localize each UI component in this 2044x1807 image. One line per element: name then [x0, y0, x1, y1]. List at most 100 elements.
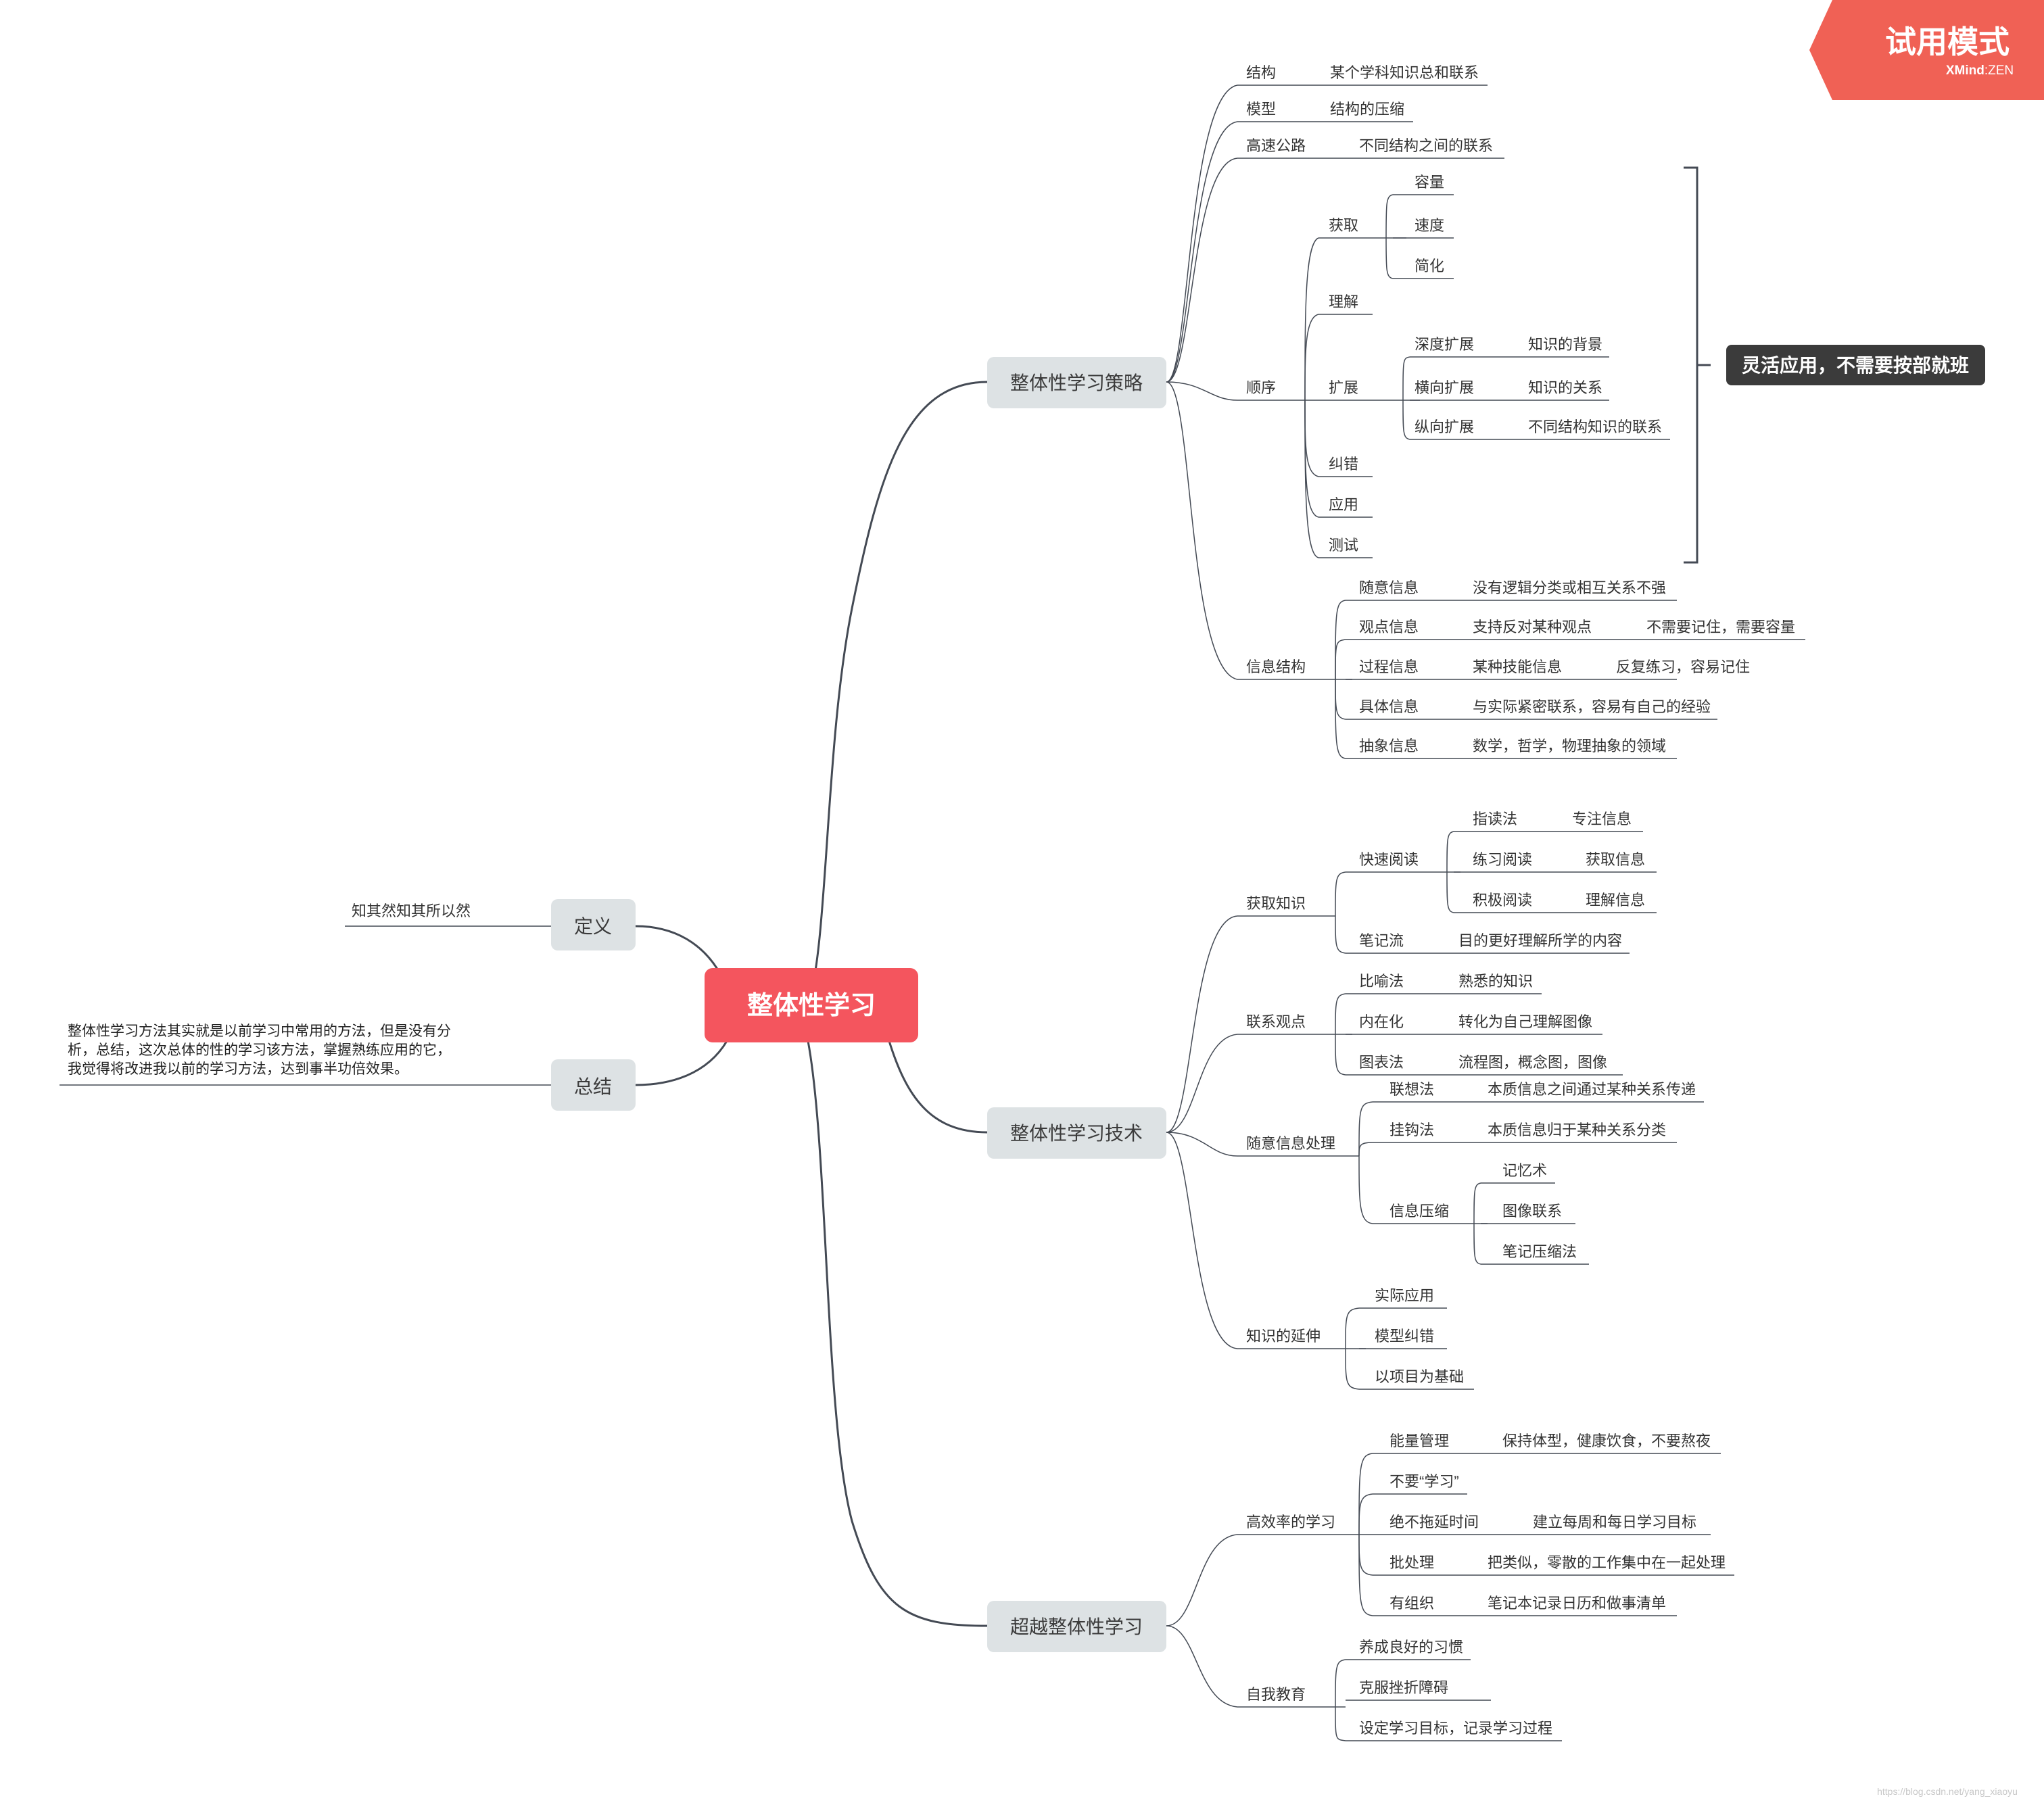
topic-correct[interactable]: 纠错	[1329, 456, 1358, 473]
topic-process-info-note[interactable]: 反复练习，容易记住	[1616, 658, 1750, 675]
topic-vertical-expand-desc[interactable]: 不同结构知识的联系	[1528, 418, 1662, 435]
topic-association[interactable]: 联想法	[1389, 1081, 1434, 1098]
summary-label: 总结	[574, 1076, 612, 1097]
topic-batch[interactable]: 批处理	[1389, 1554, 1434, 1571]
topic-organized-desc[interactable]: 笔记本记录日历和做事清单	[1488, 1595, 1666, 1612]
topic-acquire-knowledge[interactable]: 获取知识	[1246, 895, 1306, 912]
topic-note-flow-desc[interactable]: 目的更好理解所学的内容	[1458, 932, 1622, 949]
topic-highway[interactable]: 高速公路	[1246, 137, 1306, 154]
strategy-subtree: 结构 某个学科知识总和联系 模型 结构的压缩 高速公路 不同结构之间的联系 顺序…	[1246, 64, 1795, 754]
topic-no-procrastinate[interactable]: 绝不拖延时间	[1389, 1514, 1479, 1531]
topic-practical[interactable]: 实际应用	[1375, 1287, 1434, 1304]
topic-note-flow[interactable]: 笔记流	[1359, 932, 1404, 949]
topic-set-goals[interactable]: 设定学习目标，记录学习过程	[1359, 1720, 1552, 1737]
topic-process-info[interactable]: 过程信息	[1359, 658, 1419, 675]
topic-overcome[interactable]: 克服挫折障碍	[1359, 1679, 1448, 1696]
topic-vertical-expand[interactable]: 纵向扩展	[1415, 418, 1474, 435]
topic-random-processing[interactable]: 随意信息处理	[1246, 1135, 1335, 1152]
topic-active-reading-desc[interactable]: 理解信息	[1586, 892, 1645, 909]
topic-model-desc[interactable]: 结构的压缩	[1330, 101, 1404, 118]
topic-hook-desc[interactable]: 本质信息归于某种关系分类	[1488, 1122, 1666, 1138]
topic-order[interactable]: 顺序	[1246, 379, 1276, 396]
topic-compress[interactable]: 信息压缩	[1389, 1203, 1449, 1220]
topic-note-compress[interactable]: 笔记压缩法	[1502, 1243, 1577, 1260]
trial-brand: XMind:ZEN	[1946, 64, 2014, 78]
topic-test[interactable]: 测试	[1329, 537, 1358, 554]
topic-mnemonic[interactable]: 记忆术	[1502, 1162, 1547, 1179]
topic-structure[interactable]: 结构	[1246, 64, 1276, 81]
topic-random-info-desc[interactable]: 没有逻辑分类或相互关系不强	[1473, 579, 1666, 596]
topic-opinion-info-note[interactable]: 不需要记住，需要容量	[1646, 619, 1795, 635]
callout-label: 灵活应用，不需要按部就班	[1742, 354, 1969, 376]
branch-beyond-label: 超越整体性学习	[1010, 1616, 1143, 1637]
topic-practice-reading-desc[interactable]: 获取信息	[1586, 851, 1645, 868]
topic-active-reading[interactable]: 积极阅读	[1473, 892, 1532, 909]
summary-node[interactable]: 总结	[551, 1059, 636, 1111]
topic-abstract-info[interactable]: 抽象信息	[1359, 738, 1419, 754]
topic-internalize-desc[interactable]: 转化为自己理解图像	[1458, 1013, 1592, 1030]
topic-energy[interactable]: 能量管理	[1389, 1432, 1449, 1449]
topic-acquire[interactable]: 获取	[1329, 217, 1358, 234]
sub-connector-lines	[60, 85, 1805, 1741]
root-label: 整体性学习	[747, 991, 876, 1020]
topic-model[interactable]: 模型	[1246, 101, 1276, 118]
topic-efficient[interactable]: 高效率的学习	[1246, 1514, 1335, 1531]
topic-horizontal-expand[interactable]: 横向扩展	[1415, 379, 1474, 396]
topic-expand[interactable]: 扩展	[1329, 379, 1358, 396]
branch-beyond[interactable]: 超越整体性学习	[987, 1601, 1166, 1652]
topic-project-based[interactable]: 以项目为基础	[1375, 1368, 1464, 1385]
branch-strategy[interactable]: 整体性学习策略	[987, 357, 1166, 408]
topic-diagram-method[interactable]: 图表法	[1359, 1054, 1404, 1071]
topic-no-procrastinate-desc[interactable]: 建立每周和每日学习目标	[1533, 1514, 1696, 1531]
topic-no-study[interactable]: 不要“学习”	[1389, 1473, 1459, 1490]
topic-fast-reading[interactable]: 快速阅读	[1359, 851, 1419, 868]
topic-internalize[interactable]: 内在化	[1359, 1013, 1404, 1030]
topic-process-info-desc[interactable]: 某种技能信息	[1473, 658, 1562, 675]
topic-capacity[interactable]: 容量	[1415, 174, 1444, 191]
topic-understand[interactable]: 理解	[1329, 293, 1358, 310]
topic-concrete-info-desc[interactable]: 与实际紧密联系，容易有自己的经验	[1473, 698, 1711, 715]
branch-strategy-label: 整体性学习策略	[1010, 372, 1143, 393]
topic-deep-expand-desc[interactable]: 知识的背景	[1528, 336, 1602, 353]
topic-practice-reading[interactable]: 练习阅读	[1473, 851, 1532, 868]
topic-self-education[interactable]: 自我教育	[1246, 1686, 1306, 1703]
topic-organized[interactable]: 有组织	[1389, 1595, 1434, 1612]
definition-node[interactable]: 定义	[551, 899, 636, 950]
root-node[interactable]: 整体性学习	[705, 968, 918, 1042]
topic-structure-desc[interactable]: 某个学科知识总和联系	[1330, 64, 1479, 81]
topic-metaphor-desc[interactable]: 熟悉的知识	[1458, 973, 1533, 990]
topic-info-structure[interactable]: 信息结构	[1246, 658, 1306, 675]
topic-opinion-info[interactable]: 观点信息	[1359, 619, 1419, 635]
topic-finger-reading-desc[interactable]: 专注信息	[1572, 811, 1632, 827]
topic-apply[interactable]: 应用	[1329, 496, 1358, 513]
topic-opinion-info-desc[interactable]: 支持反对某种观点	[1473, 619, 1592, 635]
branch-technique[interactable]: 整体性学习技术	[987, 1107, 1166, 1159]
topic-hook[interactable]: 挂钩法	[1389, 1122, 1434, 1138]
topic-speed[interactable]: 速度	[1415, 217, 1444, 234]
branch-technique-label: 整体性学习技术	[1010, 1123, 1143, 1144]
trial-badge[interactable]: 试用模式 XMind:ZEN	[1809, 0, 2044, 100]
topic-concrete-info[interactable]: 具体信息	[1359, 698, 1419, 715]
topic-extension[interactable]: 知识的延伸	[1246, 1328, 1321, 1345]
topic-horizontal-expand-desc[interactable]: 知识的关系	[1528, 379, 1602, 396]
topic-highway-desc[interactable]: 不同结构之间的联系	[1359, 137, 1493, 154]
topic-deep-expand[interactable]: 深度扩展	[1415, 336, 1474, 353]
topic-association-desc[interactable]: 本质信息之间通过某种关系传递	[1488, 1081, 1696, 1098]
topic-good-habits[interactable]: 养成良好的习惯	[1359, 1639, 1463, 1656]
summary-line-3: 我觉得将改进我以前的学习方法，达到事半功倍效果。	[68, 1061, 408, 1077]
topic-energy-desc[interactable]: 保持体型，健康饮食，不要熬夜	[1502, 1432, 1711, 1449]
topic-metaphor[interactable]: 比喻法	[1359, 973, 1404, 990]
topic-image-link[interactable]: 图像联系	[1502, 1203, 1562, 1220]
trial-title: 试用模式	[1885, 24, 2010, 59]
summary-line-1: 整体性学习方法其实就是以前学习中常用的方法，但是没有分	[68, 1023, 451, 1039]
callout-node[interactable]: 灵活应用，不需要按部就班	[1726, 345, 1985, 385]
topic-finger-reading[interactable]: 指读法	[1473, 811, 1517, 827]
topic-simplify[interactable]: 简化	[1415, 258, 1444, 274]
topic-connect-ideas[interactable]: 联系观点	[1246, 1013, 1306, 1030]
topic-abstract-info-desc[interactable]: 数学，哲学，物理抽象的领域	[1473, 738, 1666, 754]
topic-random-info[interactable]: 随意信息	[1359, 579, 1419, 596]
topic-diagram-method-desc[interactable]: 流程图，概念图，图像	[1458, 1054, 1607, 1071]
topic-model-correct[interactable]: 模型纠错	[1375, 1328, 1434, 1345]
topic-batch-desc[interactable]: 把类似，零散的工作集中在一起处理	[1488, 1554, 1726, 1571]
